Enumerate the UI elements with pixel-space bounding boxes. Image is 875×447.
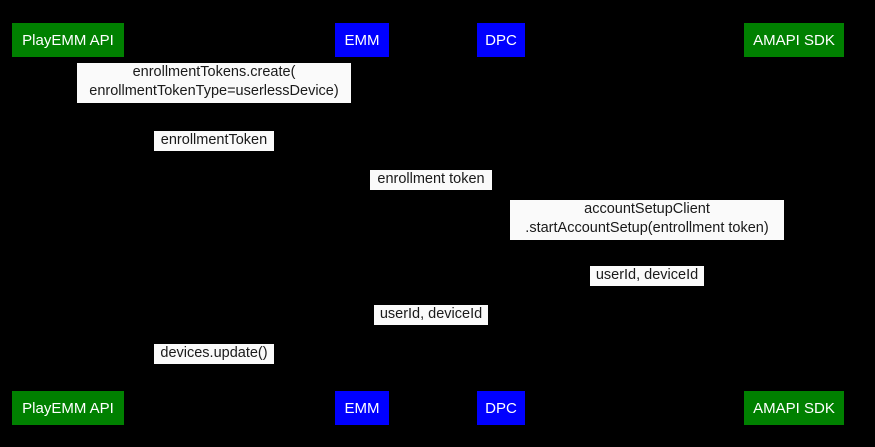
message-label-msg-start-account-setup: accountSetupClient .startAccountSetup(ent… bbox=[510, 200, 784, 240]
message-arrow-msg-userid-deviceid-to-emm bbox=[362, 329, 501, 335]
message-arrow-msg-start-account-setup bbox=[501, 244, 794, 250]
lifeline-dpc bbox=[501, 58, 502, 390]
message-arrow-msg-userid-deviceid-to-dpc bbox=[501, 290, 794, 296]
lifeline-playemm-api bbox=[68, 58, 69, 390]
lifeline-amapi-sdk bbox=[794, 58, 795, 390]
participant-label: AMAPI SDK bbox=[753, 31, 835, 49]
message-label-msg-userid-deviceid-to-dpc: userId, deviceId bbox=[590, 266, 704, 286]
message-label-line: .startAccountSetup(entrollment token) bbox=[525, 220, 769, 236]
participant-box-emm-footer[interactable]: EMM bbox=[334, 390, 390, 426]
message-label-msg-enrollment-token-response: enrollmentToken bbox=[154, 131, 274, 151]
participant-box-emm-header[interactable]: EMM bbox=[334, 22, 390, 58]
participant-box-dpc-footer[interactable]: DPC bbox=[476, 390, 526, 426]
message-label-line: devices.update() bbox=[160, 345, 268, 361]
participant-box-playemm-api-header[interactable]: PlayEMM API bbox=[11, 22, 125, 58]
message-label-line: accountSetupClient bbox=[584, 201, 710, 217]
participant-label: EMM bbox=[344, 31, 380, 49]
message-arrow-msg-devices-update bbox=[68, 368, 362, 374]
message-arrow-msg-enrollment-token-response bbox=[68, 155, 362, 161]
message-arrow-msg-enrollment-tokens-create bbox=[68, 107, 362, 113]
participant-label: AMAPI SDK bbox=[753, 399, 835, 417]
message-label-msg-enrollment-token-to-dpc: enrollment token bbox=[370, 170, 492, 190]
participant-box-amapi-sdk-footer[interactable]: AMAPI SDK bbox=[743, 390, 845, 426]
lifeline-emm bbox=[362, 58, 363, 390]
message-label-line: userId, deviceId bbox=[595, 267, 699, 283]
participant-box-amapi-sdk-header[interactable]: AMAPI SDK bbox=[743, 22, 845, 58]
message-label-line: enrollmentToken bbox=[160, 132, 268, 148]
message-label-msg-enrollment-tokens-create: enrollmentTokens.create( enrollmentTokenT… bbox=[77, 63, 351, 103]
participant-label: PlayEMM API bbox=[22, 399, 114, 417]
participant-label: DPC bbox=[485, 399, 517, 417]
participant-box-dpc-header[interactable]: DPC bbox=[476, 22, 526, 58]
message-label-line: enrollmentTokens.create( bbox=[132, 64, 296, 80]
participant-label: DPC bbox=[485, 31, 517, 49]
message-label-msg-devices-update: devices.update() bbox=[154, 344, 274, 364]
message-arrow-msg-enrollment-token-to-dpc bbox=[362, 194, 501, 200]
participant-label: PlayEMM API bbox=[22, 31, 114, 49]
message-label-line: enrollmentTokenType=userlessDevice) bbox=[89, 83, 339, 99]
message-label-line: enrollment token bbox=[377, 171, 485, 187]
message-label-line: userId, deviceId bbox=[379, 306, 483, 322]
participant-label: EMM bbox=[344, 399, 380, 417]
message-label-msg-userid-deviceid-to-emm: userId, deviceId bbox=[374, 305, 488, 325]
participant-box-playemm-api-footer[interactable]: PlayEMM API bbox=[11, 390, 125, 426]
